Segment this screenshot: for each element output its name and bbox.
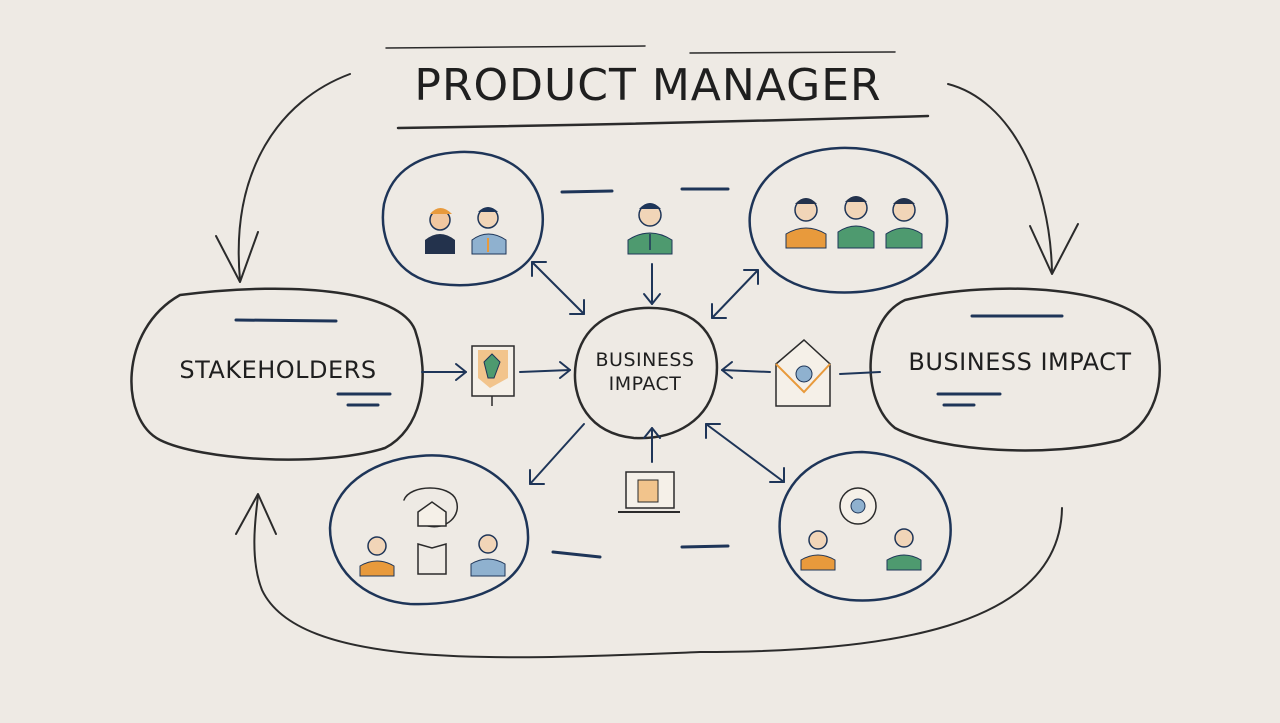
single-person-icon: [627, 203, 673, 255]
cycle-arrowhead-top-left: [215, 231, 259, 283]
bottom-dash-left: [551, 550, 602, 559]
center-bubble: [573, 306, 719, 440]
connector-top-right: [711, 269, 759, 319]
bottom-left-circle: [328, 454, 530, 606]
center-connectors: [421, 261, 881, 485]
connector-bottom-right: [705, 423, 785, 483]
page-title: PRODUCT MANAGER: [414, 60, 881, 111]
cycle-arrow-top-right: [947, 83, 1053, 273]
connector-top-left: [531, 261, 585, 315]
stakeholders-node: STAKEHOLDERS: [130, 287, 424, 461]
laptop-icon: [618, 471, 680, 513]
people-pair-icon: [800, 528, 922, 571]
people-pair-icon: [425, 207, 507, 255]
people-pair-icon: [359, 534, 506, 577]
bottom-dash-right: [680, 544, 730, 549]
house-meeting-icon: [403, 487, 459, 575]
top-left-circle: [381, 150, 545, 287]
cycle-arrowhead-bottom: [235, 493, 277, 535]
center-label-line2: IMPACT: [609, 373, 682, 395]
stakeholders-dash-top: [234, 318, 338, 323]
team-of-three-icon: [785, 196, 923, 249]
document-icon: [471, 345, 515, 406]
cycle-arrow-top-left: [237, 73, 351, 281]
title-group: PRODUCT MANAGER: [385, 45, 930, 130]
top-right-circle: [748, 146, 949, 294]
connector-document-center: [519, 369, 571, 373]
stakeholders-label: STAKEHOLDERS: [179, 356, 376, 384]
business-impact-label: BUSINESS IMPACT: [908, 348, 1131, 376]
bottom-left-group: [328, 454, 530, 606]
title-overline-left: [385, 45, 646, 49]
top-left-group: [381, 150, 545, 287]
center-node: BUSINESS IMPACT: [573, 306, 719, 440]
connector-business-impact-envelope: [839, 371, 881, 375]
connector-envelope-center: [721, 369, 771, 373]
bottom-right-circle: [778, 450, 952, 602]
title-overline-right: [689, 51, 896, 54]
center-label-line1: BUSINESS: [596, 349, 695, 371]
bottom-right-group: [778, 450, 952, 602]
target-icon: [839, 487, 877, 525]
top-right-group: [748, 146, 949, 294]
envelope-icon: [775, 338, 831, 407]
title-underline: [396, 114, 930, 130]
connector-bottom-left: [529, 423, 585, 485]
stakeholders-bubble: [130, 287, 424, 461]
cycle-arrow-bottom: [253, 495, 1063, 659]
business-impact-bubble: [869, 287, 1161, 452]
outer-cycle-arrows: [215, 73, 1079, 659]
top-dash-left: [560, 189, 614, 194]
cycle-arrowhead-top-right: [1029, 223, 1079, 275]
business-impact-node: BUSINESS IMPACT: [869, 287, 1161, 452]
